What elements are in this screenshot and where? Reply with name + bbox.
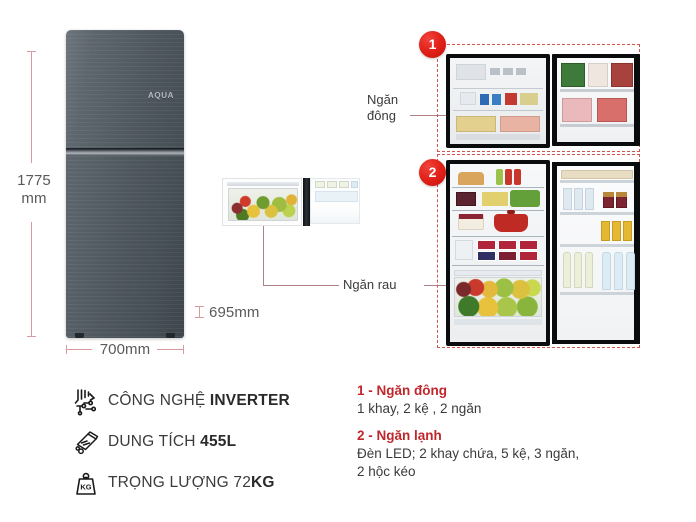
freezer-cabinet-interior [450,58,546,144]
weight-icon: KG [64,468,108,498]
spec-row-capacity: DUNG TÍCH 455L [64,421,344,462]
depth-value: 695mm [209,304,260,321]
inverter-icon [64,386,108,416]
spec-list: CÔNG NGHỆ INVERTER DUNG TÍCH 455L [64,380,344,503]
spec-capacity-value: 455L [200,432,237,450]
spec-inverter-text: CÔNG NGHỆ [108,391,210,409]
spec-inverter-value: INVERTER [209,391,290,409]
detail-body-freezer: 1 khay, 2 kệ , 2 ngăn [357,401,482,416]
spec-row-weight: KG TRỌNG LƯỢNG 72KG [64,462,344,503]
spec-row-inverter: CÔNG NGHỆ INVERTER [64,380,344,421]
door-handle-gap [66,149,184,156]
callout-freezer: Ngăn đông [367,92,411,124]
crisper-drawer-open [222,178,302,226]
detail-body-fridge: Đèn LED; 2 khay chứa, 5 kệ, 3 ngăn, 2 hộ… [357,445,657,481]
weight-icon-text: KG [80,482,91,491]
freezer-door-shelves [557,58,634,142]
badge-1: 1 [419,31,446,58]
detail-body-fridge-line2: 2 hộc kéo [357,464,416,479]
fridge-foot-right [166,333,175,338]
width-value: 700mm [99,341,151,358]
capacity-icon [64,427,108,457]
aqua-brand-logo: AQUA [148,91,174,100]
crisper-door-panel [310,178,360,224]
crisper-rail [227,182,299,186]
spec-label-capacity: DUNG TÍCH 455L [108,433,236,451]
spec-weight-text: TRỌNG LƯỢNG 72 [108,473,252,491]
fridge-door-exterior [66,156,184,338]
callout-freezer-line2: đông [367,108,396,123]
crisper-hinge [303,178,310,226]
fridge-cabinet-interior [450,164,546,342]
height-value-line2: mm [21,190,47,207]
fridge-cabinet [446,160,550,346]
detail-body-fridge-line1: Đèn LED; 2 khay chứa, 5 kệ, 3 ngăn, [357,446,580,461]
fridge-foot-left [75,333,84,338]
vegetable-produce [228,188,298,221]
refrigerator-exterior: AQUA [66,30,184,338]
spec-label-weight: TRỌNG LƯỢNG 72KG [108,474,275,492]
detail-heading-freezer: 1 - Ngăn đông [357,383,447,398]
compartment-detail-list: 1 - Ngăn đông 1 khay, 2 kệ , 2 ngăn 2 - … [357,382,657,490]
fridge-door-shelves [557,166,635,340]
callout-crisper: Ngăn rau [343,277,397,292]
freezer-interior-photo [446,54,640,148]
spec-weight-value: KG [251,473,275,491]
callout-freezer-line1: Ngăn [367,92,399,107]
height-value-line1: 1775 [17,172,51,189]
fridge-door-photo [552,162,640,344]
spec-label-inverter: CÔNG NGHỆ INVERTER [108,392,290,410]
detail-heading-fridge: 2 - Ngăn lạnh [357,428,442,443]
spec-capacity-text: DUNG TÍCH [108,432,201,450]
crisper-drawer-module [222,178,360,226]
fridge-interior-photo [446,160,640,346]
badge-2: 2 [419,159,446,186]
fridge-crisper-produce [454,277,542,317]
freezer-door-photo [552,54,640,146]
freezer-cabinet [446,54,550,148]
freezer-door-exterior [66,30,184,149]
